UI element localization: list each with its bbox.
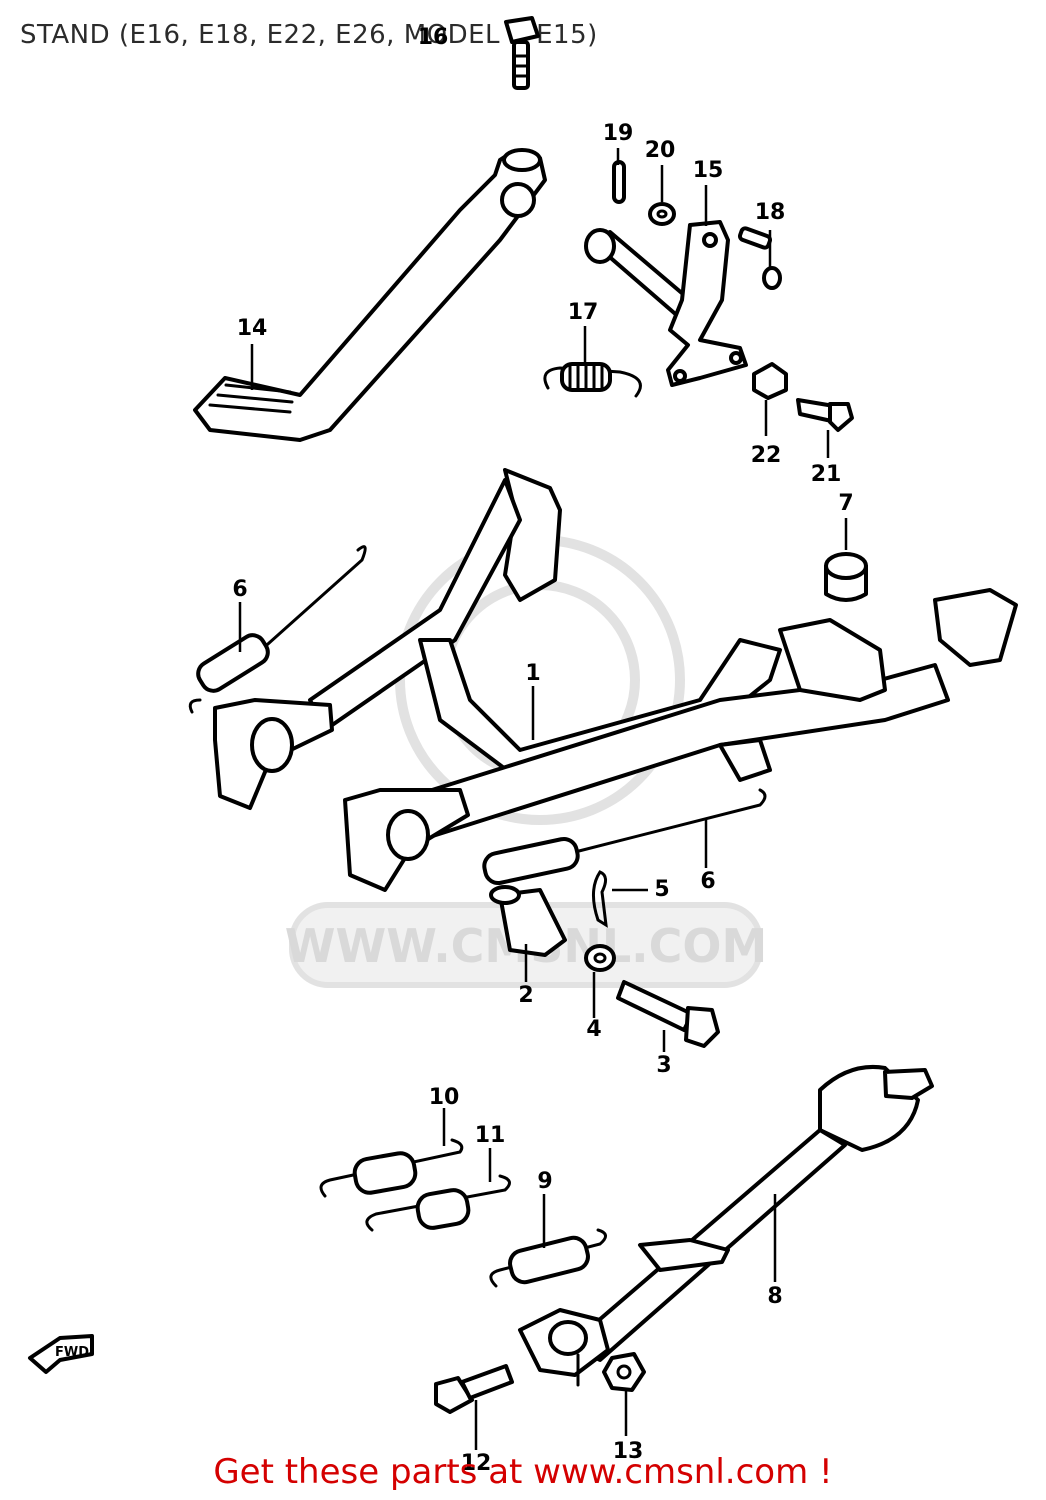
collar-2[interactable] <box>489 885 567 957</box>
washer-4[interactable] <box>584 944 616 972</box>
callout-10: 10 <box>429 1085 460 1110</box>
spring-17[interactable] <box>543 362 642 398</box>
bolt-16[interactable] <box>504 16 540 90</box>
callout-15: 15 <box>693 158 724 183</box>
spring-10[interactable] <box>319 1138 464 1198</box>
bolt-3[interactable] <box>616 980 720 1048</box>
main-stand-1[interactable] <box>213 468 1018 892</box>
side-stand-8[interactable] <box>518 1065 934 1387</box>
bolt-18[interactable] <box>737 226 782 290</box>
callout-5: 5 <box>654 877 669 902</box>
footer-link[interactable]: Get these parts at www.cmsnl.com ! <box>213 1452 833 1492</box>
brake-pedal-14[interactable] <box>193 148 547 442</box>
callout-18: 18 <box>755 200 786 225</box>
callout-9: 9 <box>537 1169 552 1194</box>
callout-22: 22 <box>751 443 782 468</box>
spring-11[interactable] <box>365 1174 511 1232</box>
callout-8: 8 <box>767 1284 782 1309</box>
callout-numbers: 16 19 20 15 18 14 17 22 21 7 6 1 5 6 2 4… <box>232 25 853 1476</box>
callout-21: 21 <box>811 462 842 487</box>
spring-9[interactable] <box>489 1228 607 1288</box>
callout-6-upper: 6 <box>232 577 247 602</box>
fwd-arrow-icon: FWD <box>28 1334 94 1374</box>
washer-20[interactable] <box>648 202 676 226</box>
callout-13: 13 <box>613 1439 644 1464</box>
callout-11: 11 <box>475 1123 506 1148</box>
diagram-title: STAND (E16, E18, E22, E26, MODEL R E15) <box>20 20 598 50</box>
bolt-12[interactable] <box>434 1364 514 1414</box>
fwd-label: FWD <box>55 1345 89 1360</box>
callout-6-lower: 6 <box>700 869 715 894</box>
bracket-15[interactable] <box>584 220 748 387</box>
callout-16: 16 <box>418 25 449 50</box>
cotter-pin-5[interactable] <box>592 870 608 928</box>
stopper-7[interactable] <box>824 552 868 602</box>
callout-7: 7 <box>838 491 853 516</box>
nut-22[interactable] <box>752 362 788 400</box>
callout-17: 17 <box>568 300 599 325</box>
callout-14: 14 <box>237 316 268 341</box>
callout-19: 19 <box>603 121 634 146</box>
nut-13[interactable] <box>602 1352 646 1392</box>
callout-1: 1 <box>525 661 540 686</box>
pin-19[interactable] <box>612 160 626 204</box>
spring-6-lower[interactable] <box>482 788 767 886</box>
callout-2: 2 <box>518 983 533 1008</box>
leader-lines <box>238 148 848 1450</box>
callout-12: 12 <box>461 1451 492 1476</box>
callout-3: 3 <box>656 1053 671 1078</box>
callout-20: 20 <box>645 138 676 163</box>
spring-6-upper[interactable] <box>188 545 367 714</box>
bolt-21[interactable] <box>796 398 854 432</box>
callout-4: 4 <box>586 1017 601 1042</box>
